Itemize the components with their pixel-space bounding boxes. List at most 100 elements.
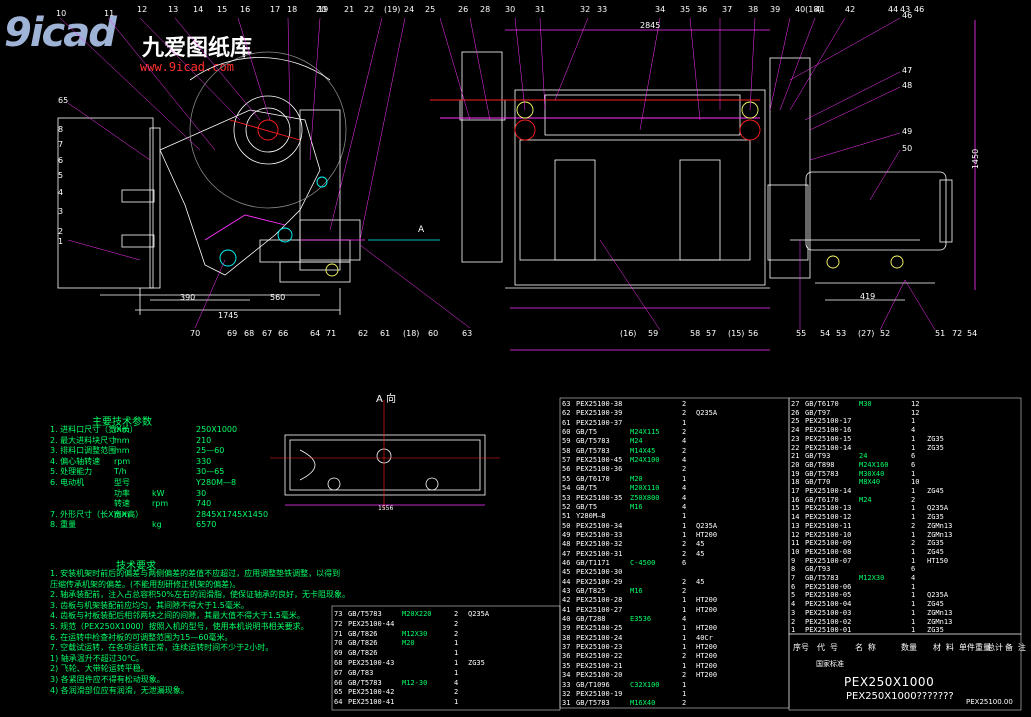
bom-cell: 23 xyxy=(791,434,800,443)
bom-cell: 1 xyxy=(911,487,916,495)
bom-cell: 27 xyxy=(791,400,800,408)
bom-header-cell: 单件重量 xyxy=(959,643,991,652)
bom-cell: 66 xyxy=(334,678,343,687)
callout-top-14: 24 xyxy=(404,5,415,14)
bom-cell: 6 xyxy=(791,582,796,591)
bom-cell: PEX25100-17 xyxy=(805,417,852,426)
bom-cell: PEX25100-06 xyxy=(805,582,852,591)
tech-line: 7. 空载试运转，在各项运转正常，连续运转时间不少于2小时。 xyxy=(50,643,274,653)
bom-cell: PEX25100-37 xyxy=(576,418,623,427)
bom-cell: GB/T288 xyxy=(576,615,606,624)
bom-cell: GB/T5 xyxy=(576,428,598,437)
bom-cell: ZG35 xyxy=(927,513,944,522)
spec-cell: 25—60 xyxy=(196,446,225,456)
callout-left-2: 7 xyxy=(58,140,64,149)
bom-cell: 1 xyxy=(454,698,459,707)
bom-cell: 4 xyxy=(682,484,687,493)
bom-cell: PEX25100-05 xyxy=(805,591,852,600)
spec-cell: 30—65 xyxy=(196,467,225,477)
callout-left-7: 2 xyxy=(58,227,64,236)
bom-cell: 21 xyxy=(791,452,800,461)
bom-cell: PEX25100-20 xyxy=(576,671,623,680)
bom-cell: 4 xyxy=(791,600,796,609)
bom-cell: M24X115 xyxy=(630,428,660,437)
bom-cell: HT200 xyxy=(696,605,718,614)
bom-cell: M16 xyxy=(630,502,643,511)
bom-cell: PEX25100-12 xyxy=(805,513,852,522)
bom-cell: 2 xyxy=(682,549,687,558)
title-block-drawing-no: PEX25100.00 xyxy=(966,698,1013,706)
bom-cell: PEX25100-45 xyxy=(576,456,623,465)
callout-bottom-7: 62 xyxy=(358,329,369,338)
bom-cell: PEX25100-42 xyxy=(348,688,395,697)
spec-cell: mm xyxy=(114,425,130,434)
bom-cell: GB/T898 xyxy=(805,460,835,469)
bom-cell: HT150 xyxy=(927,556,949,565)
callout-top-2: 12 xyxy=(137,5,148,14)
bom-cell: 11 xyxy=(791,539,800,548)
bom-cell: 17 xyxy=(791,487,800,495)
callout-top-0: 10 xyxy=(56,9,67,18)
bom-cell: ZG35 xyxy=(927,539,944,548)
spec-cell: 6. 电动机 xyxy=(50,477,85,487)
tech-line: 1) 轴承温升不超过30℃。 xyxy=(50,653,144,663)
spec-cell: 30 xyxy=(196,488,207,498)
flywheel-front xyxy=(461,51,503,263)
bom-cell: PEX25100-24 xyxy=(576,633,623,642)
bom-cell: 59 xyxy=(562,437,571,446)
spec-cell: 2845X1745X1450 xyxy=(196,509,269,519)
bom-cell: GB/T825 xyxy=(576,587,606,595)
callout-top-20: 32 xyxy=(580,5,591,14)
bom-cell: Q235A xyxy=(468,610,490,618)
bom-cell: PEX25100-41 xyxy=(348,698,395,707)
callout-bottom-24: 72 xyxy=(952,329,963,338)
bom-cell: 1 xyxy=(911,434,916,443)
bom-cell: 10 xyxy=(791,547,800,556)
bom-cell: GB/T5783 xyxy=(805,469,839,478)
bom-cell: 2 xyxy=(454,688,459,697)
bom-cell: M24 xyxy=(630,437,643,446)
callout-top-19: 31 xyxy=(535,5,546,14)
bom-cell: 1 xyxy=(454,659,459,667)
callout-right-2: 48 xyxy=(902,81,913,90)
callout-top-12: 22 xyxy=(364,5,375,14)
bom-cell: 45 xyxy=(696,549,705,558)
bom-cell: M24X100 xyxy=(630,456,660,465)
a-view-drawing xyxy=(284,434,486,506)
spec-cell xyxy=(152,457,196,468)
bom-cell: 2 xyxy=(682,465,687,474)
callout-top-33: 46 xyxy=(914,5,925,14)
title-block-company: 国家标准 xyxy=(816,660,844,668)
callout-bottom-12: (16) xyxy=(620,329,637,338)
bom-cell: 20 xyxy=(791,460,800,469)
bom-cell: GB/T97 xyxy=(805,408,831,417)
bom-cell: 1 xyxy=(682,643,687,652)
bom-cell: 69 xyxy=(334,649,343,658)
spec-cell: T/h xyxy=(114,467,127,477)
callout-top-10: 20 xyxy=(316,5,327,14)
callout-top-26: 38 xyxy=(748,5,759,14)
spec-cell: 8. 重量 xyxy=(50,520,77,530)
spec-cell: kg xyxy=(152,520,162,530)
bom-cell: HT200 xyxy=(696,661,718,670)
bom-cell: GB/T5 xyxy=(576,502,598,511)
spec-cell: mm xyxy=(114,435,130,445)
bom-cell: PEX25100-13 xyxy=(805,504,852,513)
bom-cell: 49 xyxy=(562,530,571,539)
bom-cell: GB/T5783 xyxy=(348,610,382,618)
motor-body xyxy=(805,171,947,251)
bom-cell: PEX25100-15 xyxy=(805,434,852,443)
flywheel-outline xyxy=(189,51,347,209)
bom-cell: 71 xyxy=(334,629,343,638)
bom-cell: PEX25100-39 xyxy=(576,409,623,418)
bom-cell: PEX25100-44 xyxy=(348,619,395,628)
callout-bottom-14: 58 xyxy=(690,329,701,338)
bom-cell: PEX25100-03 xyxy=(805,608,852,617)
spec-cell: 210 xyxy=(196,435,212,445)
bom-cell: 5 xyxy=(791,591,796,600)
bom-cell: 1 xyxy=(911,530,916,539)
